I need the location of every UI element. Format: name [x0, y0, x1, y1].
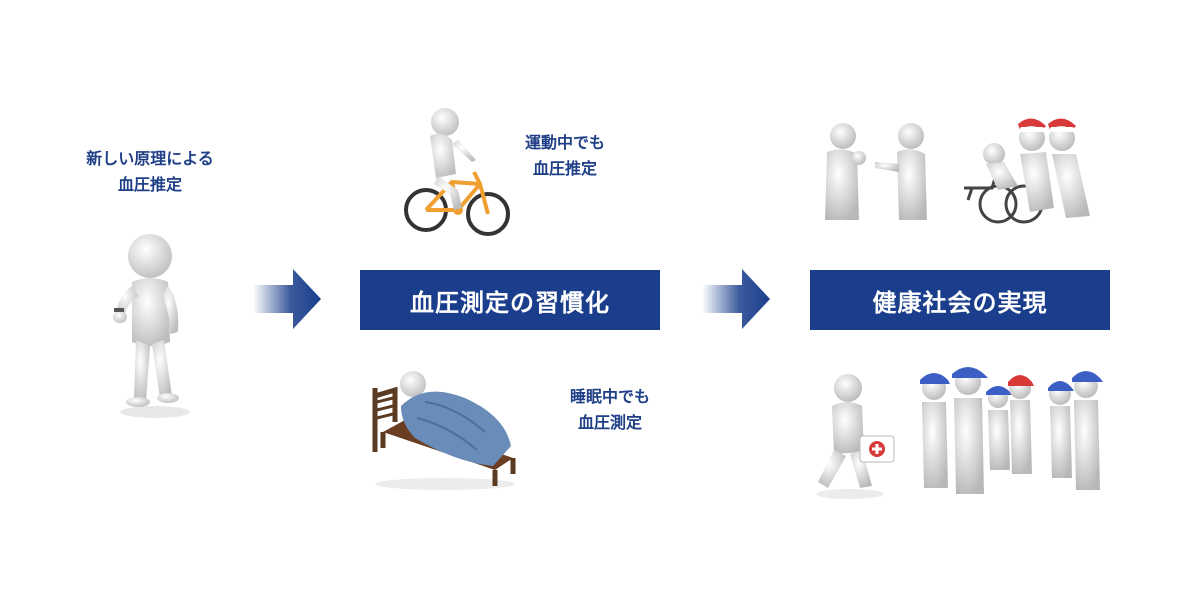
left-caption-line1: 新しい原理による: [86, 149, 214, 168]
person-checking-watch-icon: [100, 222, 200, 422]
left-caption: 新しい原理による 血圧推定: [50, 146, 250, 198]
sleep-caption-line2: 血圧測定: [577, 413, 642, 432]
sleep-caption-line1: 睡眠中でも: [569, 387, 650, 406]
sleep-caption: 睡眠中でも 血圧測定: [545, 384, 675, 436]
habit-box: 血圧測定の習慣化: [360, 270, 660, 330]
arrow-right-icon: [253, 269, 323, 329]
bicycle-caption-line1: 運動中でも: [524, 133, 605, 152]
healthy-society-box: 健康社会の実現: [810, 270, 1110, 330]
person-on-bicycle-icon: [400, 100, 510, 240]
healthy-society-box-label: 健康社会の実現: [872, 288, 1048, 317]
bicycle-caption: 運動中でも 血圧推定: [500, 130, 630, 182]
bicycle-caption-line2: 血圧推定: [532, 159, 597, 178]
people-with-baby-icon: [815, 118, 945, 223]
people-with-wheelchair-icon: [958, 108, 1098, 228]
habit-box-label: 血圧測定の習慣化: [410, 288, 610, 317]
group-with-caps-icon: [910, 358, 1110, 498]
left-caption-line2: 血圧推定: [117, 175, 182, 194]
arrow-right-icon: [702, 269, 772, 329]
person-sleeping-in-bed-icon: [365, 362, 525, 492]
person-with-first-aid-kit-icon: [810, 370, 900, 500]
